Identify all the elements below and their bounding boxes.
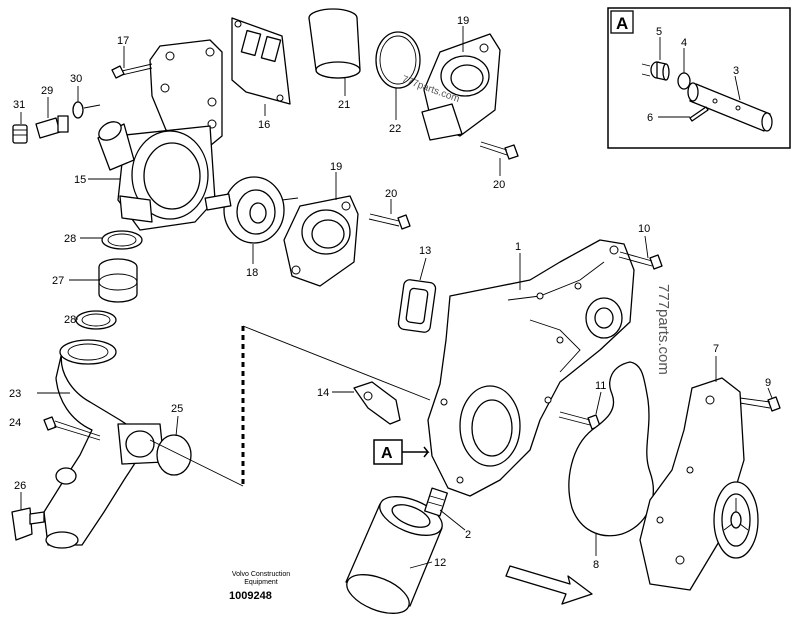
part-17-bolt [111, 63, 153, 79]
part-20-bolt-lower [368, 213, 411, 230]
label-14: 14 [317, 387, 329, 399]
part-25-o-ring [156, 434, 192, 476]
part-3-shaft [687, 82, 773, 132]
label-19-upper: 19 [457, 15, 469, 27]
label-25: 25 [171, 403, 183, 415]
part-24-bolt [43, 416, 101, 441]
label-4: 4 [681, 37, 687, 49]
label-19-lower: 19 [330, 161, 342, 173]
part-18-thermostat [204, 176, 299, 244]
label-28-lower: 28 [64, 314, 76, 326]
label-6: 6 [647, 112, 653, 124]
label-26: 26 [14, 480, 26, 492]
part-10-bolt [618, 251, 663, 270]
part-21-sleeve [308, 8, 361, 79]
label-15: 15 [74, 174, 86, 186]
diagram-reference-number: 1009248 [229, 590, 272, 602]
label-23: 23 [9, 388, 21, 400]
part-8-pump-gasket [568, 361, 654, 537]
part-4-o-ring [677, 72, 691, 90]
part-27-sleeve [98, 258, 138, 303]
part-6-pin [689, 106, 709, 122]
label-31: 31 [13, 99, 25, 111]
label-2: 2 [465, 529, 471, 541]
label-7: 7 [713, 343, 719, 355]
label-11: 11 [595, 380, 606, 392]
label-29: 29 [41, 85, 53, 97]
part-9-bolt [739, 396, 781, 412]
part-1-timing-cover [427, 239, 635, 497]
part-20-bolt-upper [479, 141, 519, 160]
label-10: 10 [638, 223, 650, 235]
label-18: 18 [246, 267, 258, 279]
label-17: 17 [117, 35, 129, 47]
label-8: 8 [593, 559, 599, 571]
part-31-plug [12, 124, 28, 144]
part-2-fitting [424, 487, 448, 517]
part-26-elbow [11, 507, 45, 541]
part-23-coolant-pipe [43, 339, 165, 549]
part-7-water-pump [639, 377, 759, 591]
leader-lines [20, 26, 773, 569]
part-19-outlet-lower [283, 195, 359, 287]
label-9: 9 [765, 377, 771, 389]
credit-company: Volvo Construction [231, 571, 291, 578]
part-labels: 1 2 3 4 5 6 7 8 9 10 11 12 13 14 15 16 1… [9, 15, 771, 571]
detail-a-callout: A [373, 439, 430, 465]
label-16: 16 [258, 119, 270, 131]
callout-label: A [381, 445, 393, 462]
label-27: 27 [52, 275, 64, 287]
label-3: 3 [733, 65, 739, 77]
label-5: 5 [656, 26, 662, 38]
watermark-side: 777parts.com [655, 284, 672, 375]
label-12: 12 [434, 557, 446, 569]
detail-inset-a: A [607, 7, 791, 149]
label-28-upper: 28 [64, 233, 76, 245]
direction-arrow [505, 565, 593, 605]
credit-company-sub: Equipment [244, 579, 278, 586]
part-11-bolt [558, 411, 601, 430]
part-29-sensor [35, 115, 69, 139]
label-1: 1 [515, 241, 521, 253]
part-5-sleeve [641, 61, 670, 81]
part-19-outlet-upper [421, 33, 501, 141]
label-20-lower: 20 [385, 188, 397, 200]
label-24: 24 [9, 417, 21, 429]
part-13-gasket [397, 279, 437, 333]
part-30-washer [72, 101, 84, 119]
part-15-thermostat-housing [97, 121, 216, 231]
label-21: 21 [338, 99, 350, 111]
inset-label: A [616, 14, 628, 33]
detail-a-dashed-line [149, 325, 431, 487]
label-22: 22 [389, 123, 401, 135]
label-13: 13 [419, 245, 431, 257]
part-14-bracket [353, 381, 401, 425]
label-30: 30 [70, 73, 82, 85]
part-22-seal-ring [375, 31, 421, 89]
label-20-upper: 20 [493, 179, 505, 191]
